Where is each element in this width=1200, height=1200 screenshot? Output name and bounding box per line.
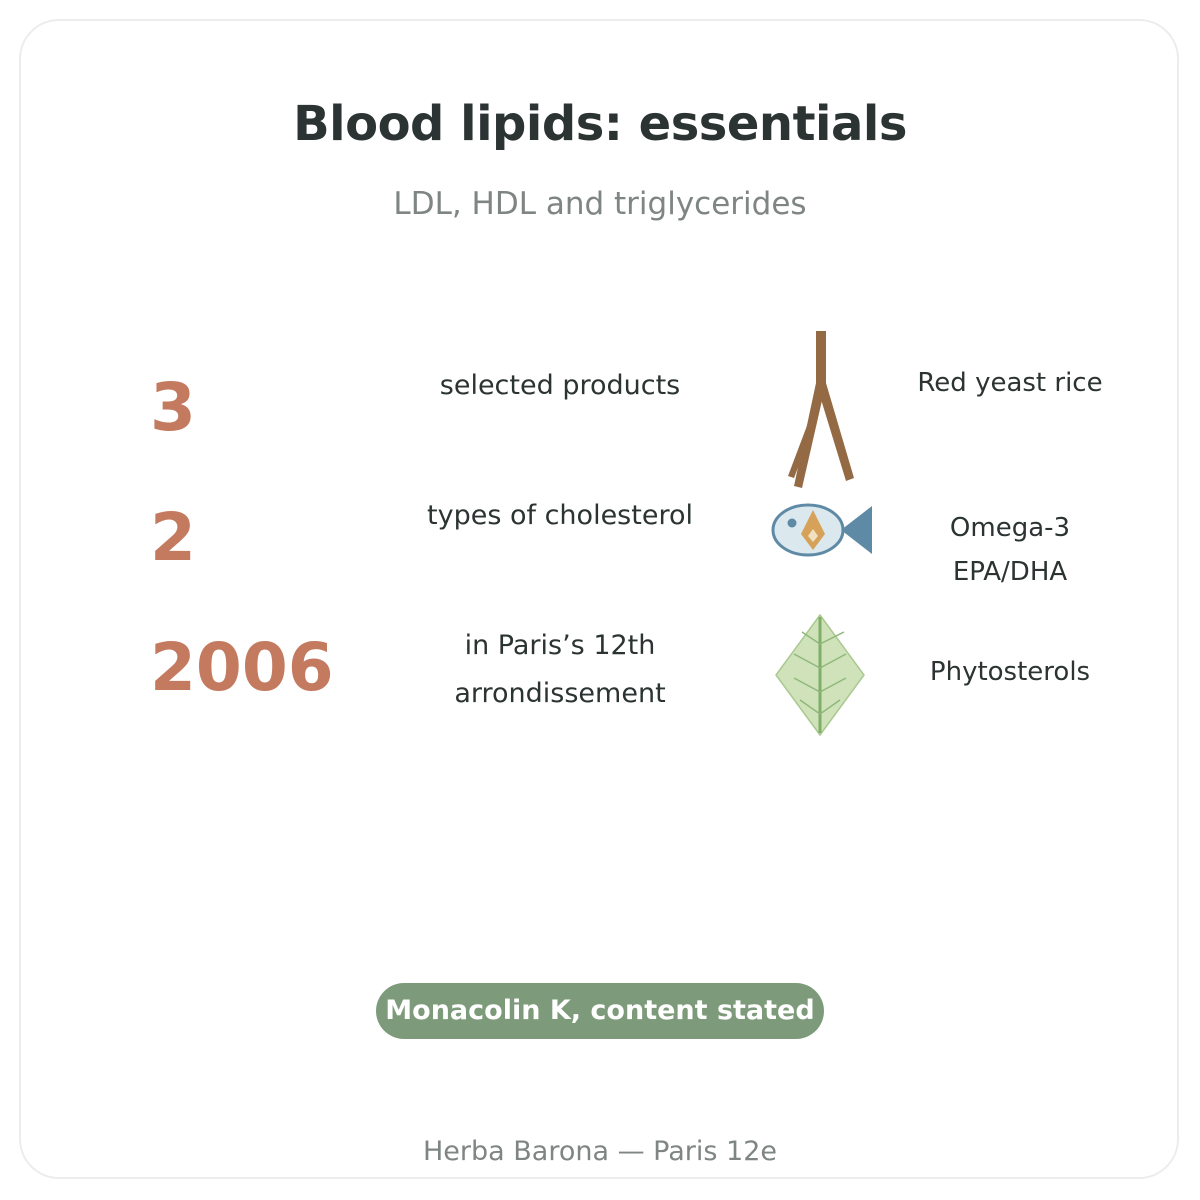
- stat-label-products: selected products: [439, 370, 681, 401]
- root-icon: [788, 331, 854, 488]
- product-phytosterols: Phytosterols: [929, 657, 1091, 687]
- stat-label-location-line1: in Paris’s 12th: [464, 630, 656, 661]
- stat-label-location-line2: arrondissement: [454, 678, 666, 709]
- monacolin-badge: Monacolin K, content stated: [376, 983, 824, 1039]
- product-red-yeast-rice: Red yeast rice: [917, 368, 1103, 398]
- page-title: Blood lipids: essentials: [293, 96, 907, 152]
- stat-value-products: 3: [150, 369, 196, 446]
- stat-label-location: in Paris’s 12th arrondissement: [400, 622, 720, 718]
- product-omega-3-line1: Omega-3: [949, 513, 1071, 543]
- fish-icon: [771, 503, 872, 557]
- stat-label-cholesterol: types of cholesterol: [427, 500, 693, 531]
- product-omega-3: Omega-3 EPA/DHA: [890, 506, 1130, 594]
- product-omega-3-line2: EPA/DHA: [952, 557, 1068, 587]
- stat-value-cholesterol: 2: [150, 499, 196, 576]
- page-subtitle: LDL, HDL and triglycerides: [393, 186, 807, 222]
- stat-value-year: 2006: [150, 629, 334, 706]
- footer-brand: Herba Barona — Paris 12e: [422, 1136, 778, 1167]
- leaf-icon: [775, 613, 865, 737]
